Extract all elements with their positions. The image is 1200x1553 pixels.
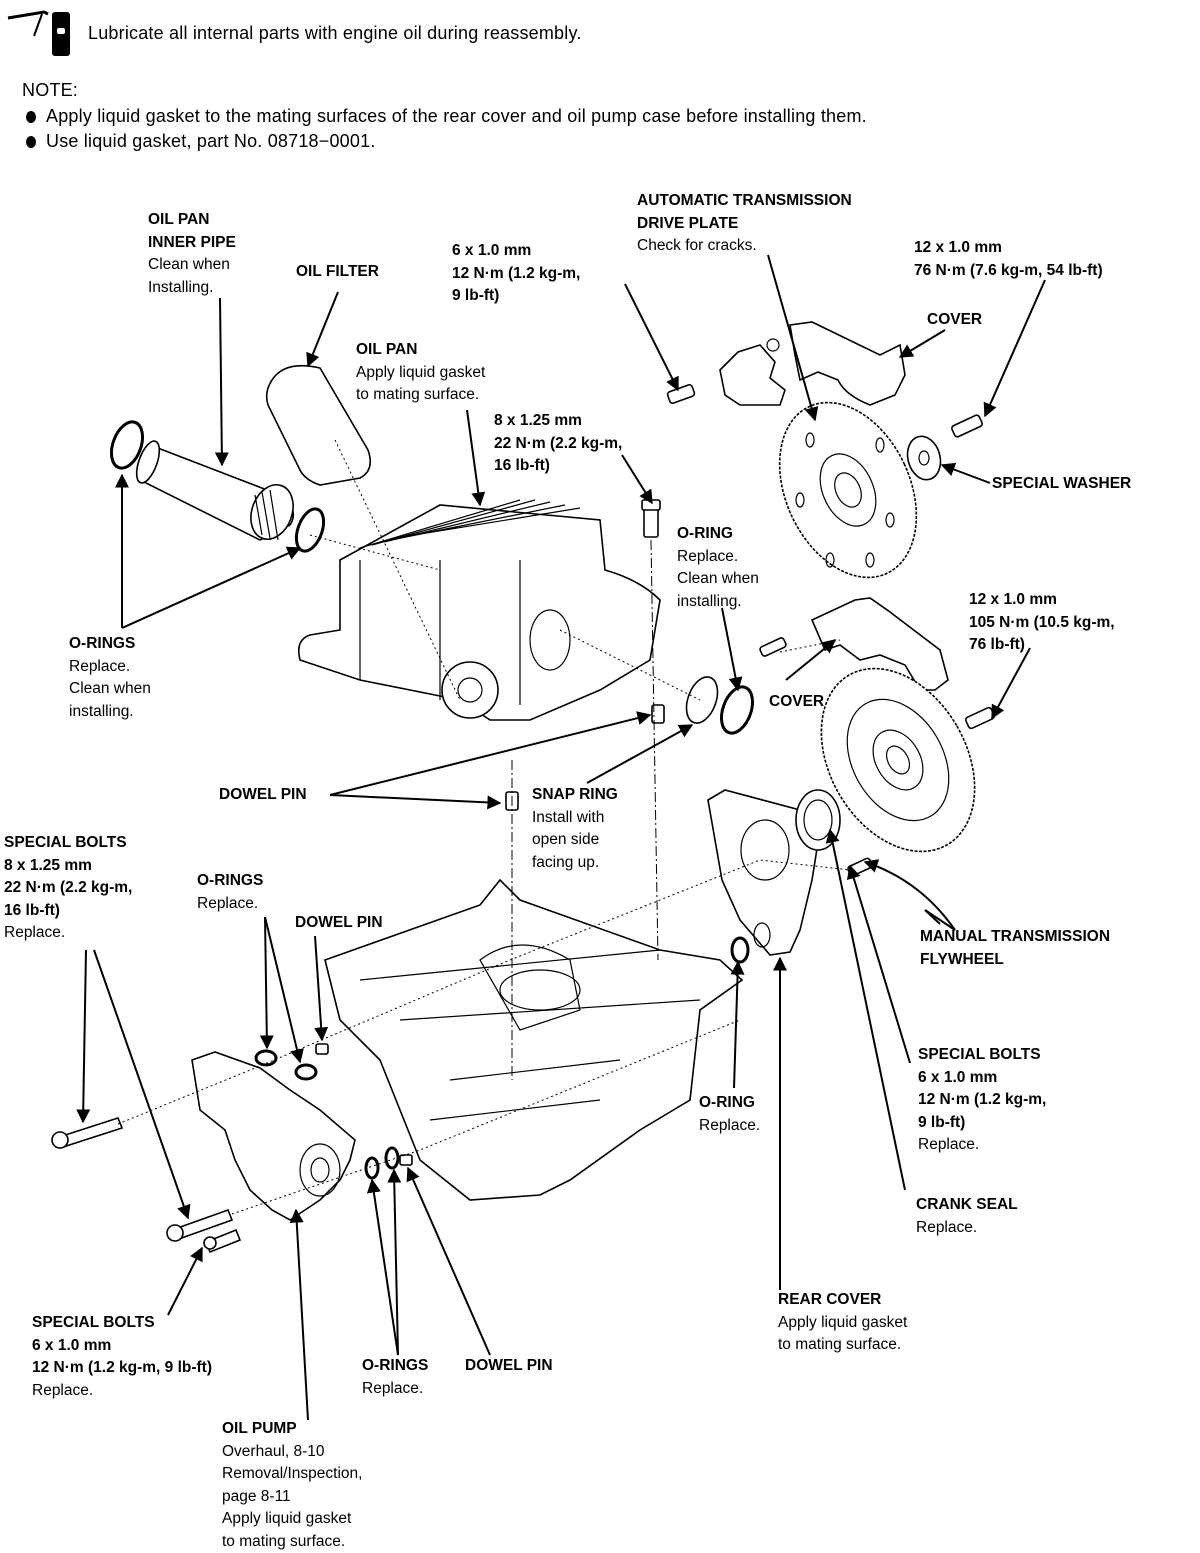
lubricate-note: Lubricate all internal parts with engine… — [88, 23, 582, 43]
callout-dowel-pin-pump-top: DOWEL PIN — [295, 914, 383, 931]
o-ring-pump-top — [294, 1063, 318, 1081]
rear-cover — [707, 789, 821, 956]
callout-oil-pump: OIL PUMP Overhaul, 8-10 Removal/Inspecti… — [222, 1420, 363, 1550]
callout-mt-flywheel: MANUAL TRANSMISSION FLYWHEEL — [920, 928, 1111, 968]
special-bolt-8x125 — [166, 1208, 234, 1242]
callout-oil-pan: OIL PAN Apply liquid gasket to mating su… — [356, 341, 486, 403]
oil-can-icon — [4, 6, 74, 56]
bullet-icon — [26, 111, 36, 123]
small-cover — [719, 338, 786, 406]
dowel-pin — [315, 1043, 329, 1055]
bolt-cover-mid — [759, 637, 787, 657]
callout-oil-filter: OIL FILTER — [296, 263, 379, 280]
o-ring-bottom — [364, 1156, 380, 1180]
callout-dowel-pin-mid: DOWEL PIN — [219, 786, 307, 803]
callout-at-drive-plate: AUTOMATIC TRANSMISSION DRIVE PLATE Check… — [637, 192, 852, 254]
callout-o-rings-left: O-RINGS Replace. Clean when installing. — [69, 635, 151, 720]
oil-pump — [191, 1051, 356, 1221]
note-text: Use liquid gasket, part No. 08718−0001. — [46, 131, 376, 151]
oil-pan-inner-pipe — [135, 440, 295, 541]
mt-flywheel — [820, 667, 976, 853]
dowel-pin — [399, 1154, 413, 1166]
callout-dowel-pin-bottom: DOWEL PIN — [465, 1357, 553, 1374]
callout-oil-pan-inner-pipe: OIL PAN INNER PIPE Clean when Installing… — [148, 211, 236, 296]
bullet-icon — [26, 136, 36, 148]
engine-block — [324, 878, 750, 1201]
at-drive-plate — [778, 401, 918, 579]
note-item: Apply liquid gasket to the mating surfac… — [26, 105, 867, 127]
snap-ring — [685, 676, 719, 724]
callout-o-rings-bottom: O-RINGS Replace. — [362, 1357, 429, 1397]
oil-filter — [265, 364, 371, 486]
leader-lines — [76, 254, 1046, 1421]
special-washer — [906, 435, 942, 481]
special-bolt-8x125 — [51, 1117, 124, 1149]
note-text: Apply liquid gasket to the mating surfac… — [46, 106, 867, 126]
callout-bolt-12x1-105: 12 x 1.0 mm 105 N·m (10.5 kg-m, 76 lb-ft… — [969, 591, 1115, 653]
callout-special-bolts-6x1-bottom: SPECIAL BOLTS 6 x 1.0 mm 12 N·m (1.2 kg-… — [32, 1314, 212, 1399]
note-item: Use liquid gasket, part No. 08718−0001. — [26, 130, 376, 152]
note-heading: NOTE: — [22, 80, 79, 100]
callout-o-rings-pump-top: O-RINGS Replace. — [197, 872, 264, 912]
callout-special-bolts-6x1-right: SPECIAL BOLTS 6 x 1.0 mm 12 N·m (1.2 kg-… — [918, 1046, 1047, 1153]
bolt-8x125-top — [641, 499, 661, 538]
callout-snap-ring: SNAP RING Install with open side facing … — [532, 786, 618, 871]
bolt-12x1-105 — [964, 706, 996, 730]
o-ring-pump-top — [254, 1049, 278, 1067]
o-ring-left-upper — [109, 420, 145, 470]
dowel-pin — [651, 704, 665, 724]
oil-pan — [297, 499, 661, 721]
o-ring-block — [730, 936, 750, 964]
o-ring-left-lower — [294, 507, 326, 553]
callout-rear-cover: REAR COVER Apply liquid gasket to mating… — [778, 1291, 908, 1353]
callout-cover-top: COVER — [927, 311, 983, 328]
o-ring-right — [719, 685, 755, 735]
callout-special-bolts-8x125: SPECIAL BOLTS 8 x 1.25 mm 22 N·m (2.2 kg… — [4, 834, 133, 941]
callout-bolt-8x125-top: 8 x 1.25 mm 22 N·m (2.2 kg-m, 16 lb-ft) — [494, 412, 623, 474]
o-ring-bottom — [384, 1146, 400, 1170]
bolt-6x1-top — [666, 383, 696, 405]
callout-cover-mid: COVER — [769, 693, 825, 710]
callout-o-ring-right: O-RING Replace. Clean when installing. — [677, 525, 759, 610]
callout-o-ring-block: O-RING Replace. — [699, 1094, 761, 1134]
callout-crank-seal: CRANK SEAL Replace. — [916, 1196, 1018, 1236]
callout-bolt-6x1-top: 6 x 1.0 mm 12 N·m (1.2 kg-m, 9 lb-ft) — [452, 242, 581, 304]
bolt-12x1-76 — [951, 414, 983, 438]
crank-seal — [795, 789, 841, 851]
special-bolt-6x1-bottom — [203, 1228, 242, 1254]
callout-special-washer: SPECIAL WASHER — [992, 475, 1132, 492]
callout-bolt-12x1-76: 12 x 1.0 mm 76 N·m (7.6 kg-m, 54 lb-ft) — [914, 239, 1103, 279]
